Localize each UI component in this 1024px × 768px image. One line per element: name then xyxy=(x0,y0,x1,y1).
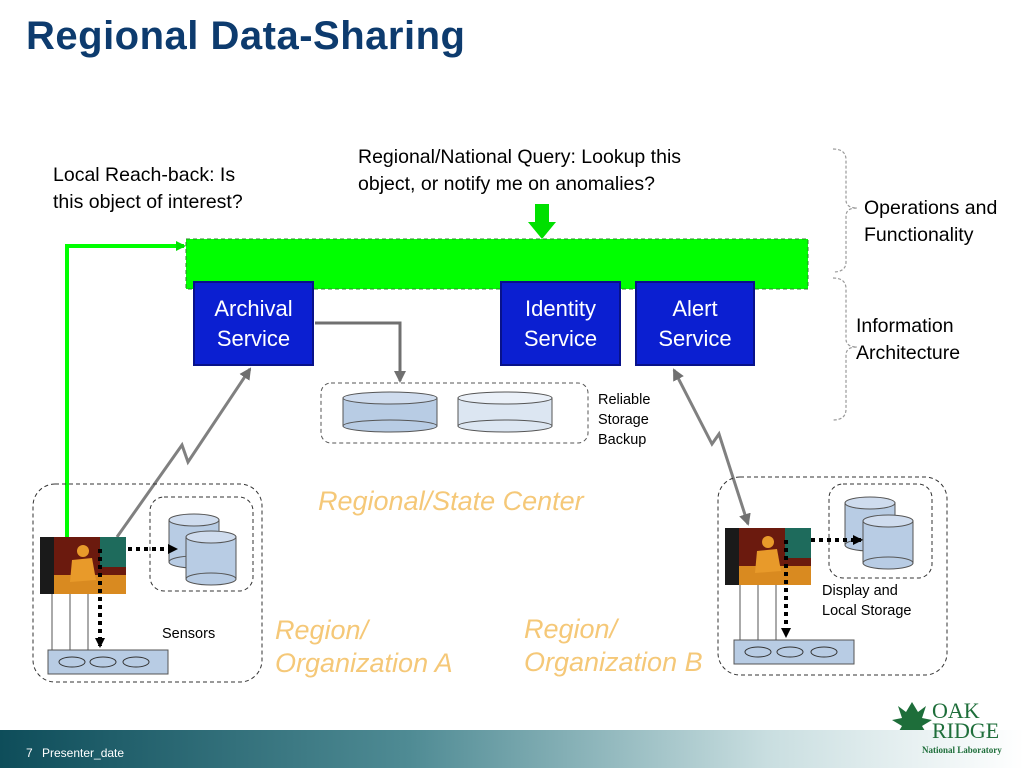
identity-service-line2: Service xyxy=(523,325,598,351)
region-b-sensor-lines xyxy=(739,585,777,640)
identity-service-box: Identity Service xyxy=(500,281,621,366)
regional-query-label: Regional/National Query: Lookup this obj… xyxy=(358,146,682,195)
regional-center-label: Regional/State Center xyxy=(318,486,584,516)
query-down-arrow xyxy=(528,204,556,239)
wireless-link-b xyxy=(672,368,751,526)
information-architecture-label: Information Architecture xyxy=(856,315,961,364)
region-a-operator-image xyxy=(40,537,126,594)
info-brace xyxy=(832,277,858,421)
archival-service-line2: Service xyxy=(216,325,291,351)
region-b-disk-front xyxy=(862,514,914,570)
storage-cylinder-2 xyxy=(457,391,553,433)
archival-service-line1: Archival xyxy=(214,295,293,321)
logo-ridge: RIDGE xyxy=(932,718,1000,743)
operations-functionality-label: Operations and Functionality xyxy=(864,197,998,246)
slide-title: Regional Data-Sharing xyxy=(26,14,466,58)
display-local-storage-label: Display and Local Storage xyxy=(822,583,912,619)
region-a-group xyxy=(32,483,263,683)
alert-service-line1: Alert xyxy=(672,295,718,321)
alert-service-box: Alert Service xyxy=(635,281,755,366)
archival-service-box: Archival Service xyxy=(193,281,314,366)
region-a-sensor-board xyxy=(47,649,169,675)
alert-service-line2: Service xyxy=(658,325,732,351)
region-b-label: Region/ Organization B xyxy=(524,614,703,677)
region-a-label: Region/ Organization A xyxy=(275,615,453,678)
reliable-storage-label: Reliable Storage Backup xyxy=(598,392,651,448)
page-number: 7 xyxy=(26,746,33,760)
region-a-sensor-lines xyxy=(51,594,89,650)
logo-national-laboratory: National Laboratory xyxy=(922,745,1002,755)
logo-oak: OAK xyxy=(932,698,980,723)
wireless-link-a xyxy=(115,367,252,538)
reliable-storage-group xyxy=(320,382,589,444)
region-a-storage-group xyxy=(149,496,254,592)
archival-storage-connector xyxy=(315,321,406,383)
region-a-disk-front xyxy=(185,530,237,586)
storage-cylinder-1 xyxy=(342,391,438,433)
data-sharing-bus xyxy=(185,238,809,290)
presenter-date: Presenter_date xyxy=(42,746,125,760)
region-b-sensor-board xyxy=(733,639,855,665)
sensors-label: Sensors xyxy=(162,626,216,642)
reachback-arrow xyxy=(65,241,186,540)
footer-bar xyxy=(0,730,1024,768)
local-reachback-label: Local Reach-back: Is this object of inte… xyxy=(53,164,243,213)
ops-brace xyxy=(832,148,858,273)
region-b-storage-group xyxy=(828,483,933,579)
oak-leaf-icon xyxy=(892,702,932,746)
region-b-operator-image xyxy=(725,528,811,585)
region-b-group xyxy=(717,476,948,676)
identity-service-line1: Identity xyxy=(525,295,596,321)
